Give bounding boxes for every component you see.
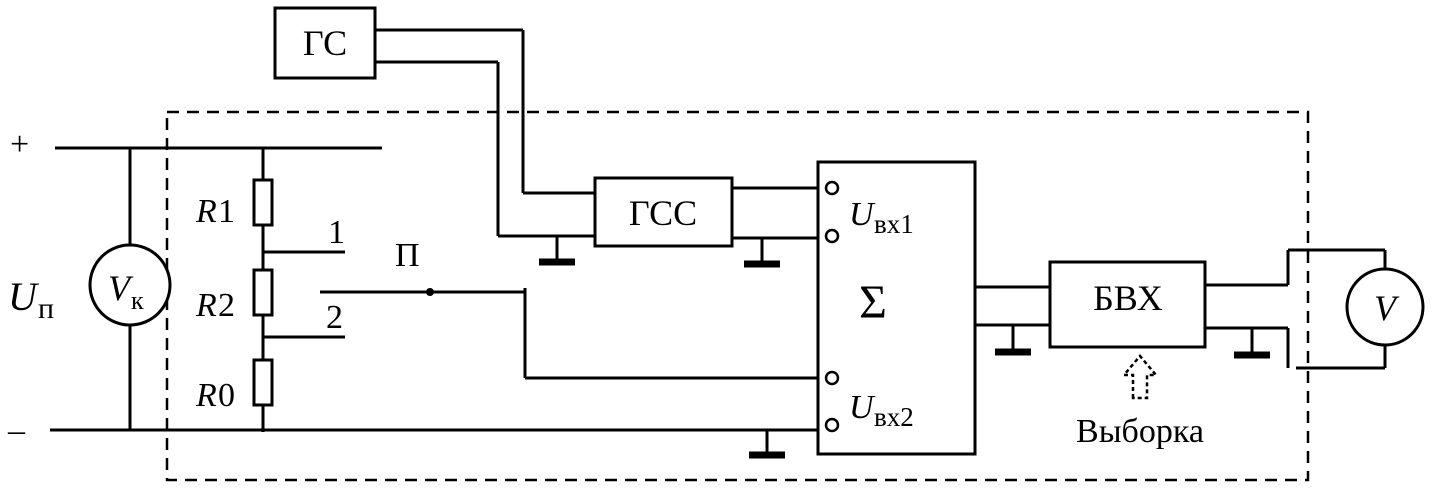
resistor-r0 <box>252 358 274 407</box>
r1-number: 1 <box>218 193 235 230</box>
gs-block <box>273 6 377 80</box>
device-enclosure <box>165 110 1310 482</box>
resistor-r1 <box>252 178 274 227</box>
r0-label: R <box>195 377 217 414</box>
minus-label: – <box>7 412 26 449</box>
r0-number: 0 <box>218 377 235 414</box>
plus-label: + <box>10 126 29 163</box>
bvh-label: БВХ <box>1093 278 1163 318</box>
vk-label: V <box>108 268 134 308</box>
uin1-label: U <box>849 196 876 233</box>
uin1-subscript: вх1 <box>874 209 914 239</box>
switch-pivot <box>426 288 434 296</box>
sampling-label: Выборка <box>1076 413 1204 450</box>
switch-label: П <box>395 237 420 274</box>
bvh-block <box>1048 260 1207 349</box>
resistor-r2 <box>252 268 274 317</box>
gs-label: ГС <box>303 23 347 63</box>
gss-block <box>593 176 734 248</box>
uin2-terminal-a <box>824 370 840 386</box>
tap2-label: 2 <box>326 299 343 336</box>
vk-subscript: к <box>131 286 144 315</box>
v-meter <box>1345 267 1425 347</box>
v-meter-label: V <box>1374 288 1400 328</box>
gss-label: ГСС <box>629 193 697 233</box>
r1-label: R <box>195 193 217 230</box>
tap1-label: 1 <box>328 214 345 251</box>
r2-label: R <box>195 287 217 324</box>
uin1-terminal-b <box>824 228 840 244</box>
uin2-terminal-b <box>824 417 840 433</box>
sum-block <box>816 160 977 456</box>
supply-voltage-label: U <box>8 274 40 319</box>
sum-label: Σ <box>859 276 887 329</box>
supply-voltage-subscript: п <box>38 292 54 325</box>
sampling-arrow-icon <box>1121 354 1159 400</box>
r2-number: 2 <box>218 287 235 324</box>
vk-voltmeter <box>88 243 172 327</box>
uin2-label: U <box>849 389 876 426</box>
uin1-terminal-a <box>824 180 840 196</box>
uin2-subscript: вх2 <box>874 402 914 432</box>
